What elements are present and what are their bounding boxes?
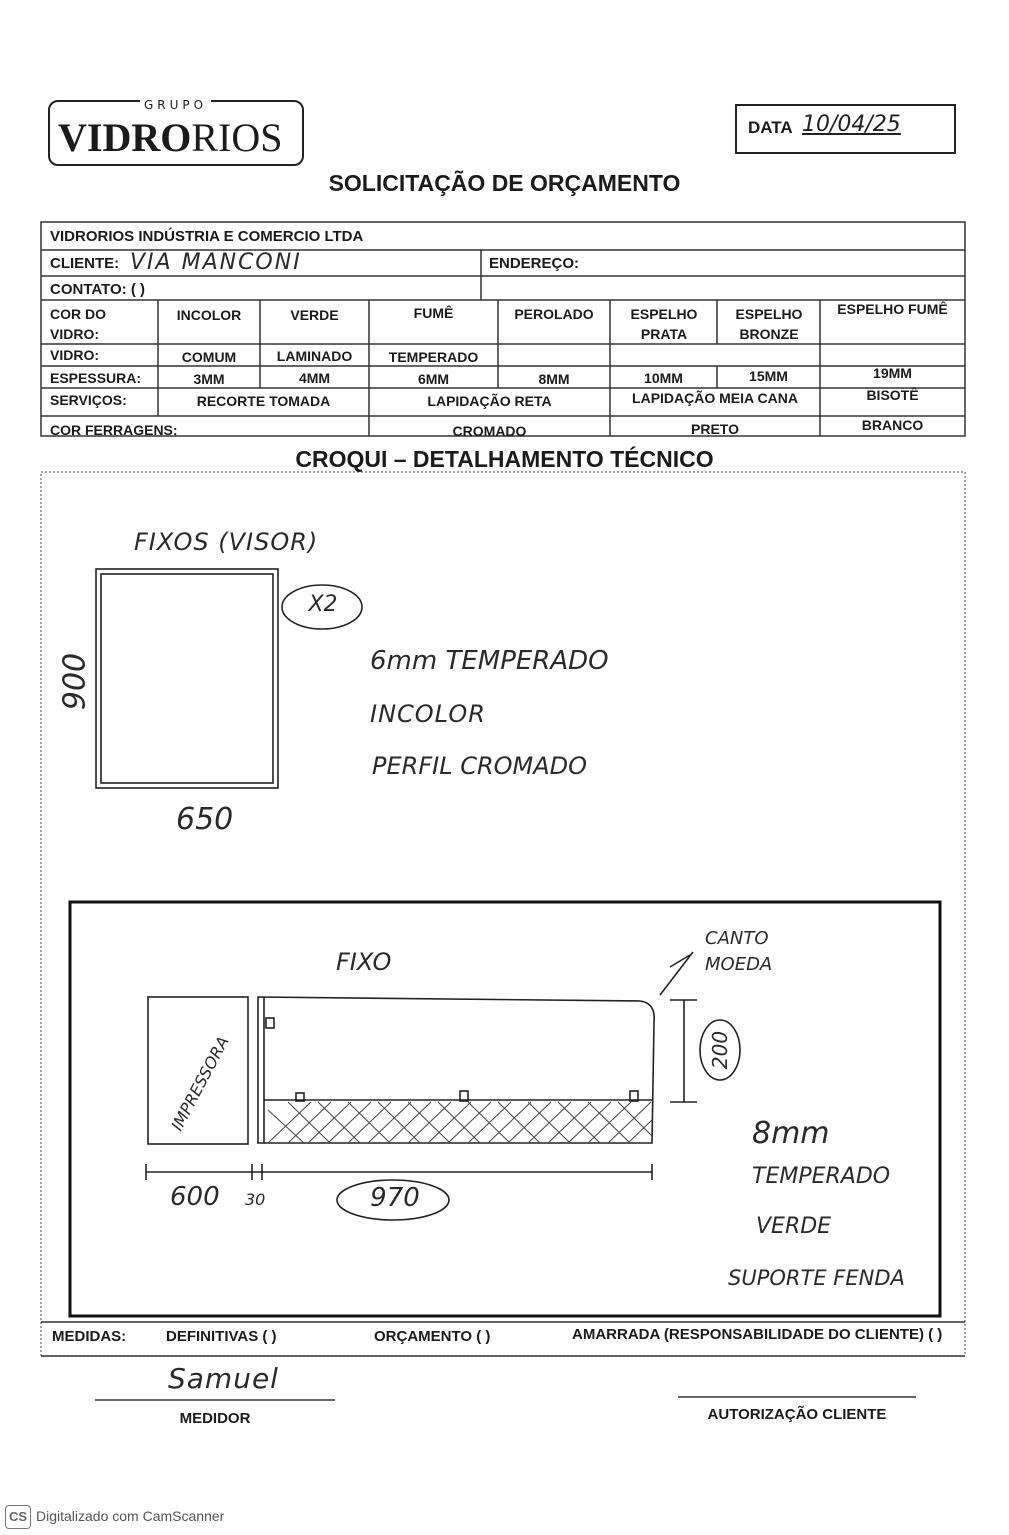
part2-note-4: SUPORTE FENDA bbox=[728, 1266, 905, 1290]
part2-note-3: VERDE bbox=[756, 1214, 832, 1239]
part1-height: 900 bbox=[57, 652, 93, 711]
services-label: SERVIÇOS: bbox=[50, 392, 127, 408]
glass-color-label: COR DO VIDRO: bbox=[50, 306, 106, 342]
part2-note-2: TEMPERADO bbox=[752, 1164, 891, 1189]
color-espelho-bronze: ESPELHO BRONZE bbox=[735, 306, 803, 342]
thickness-19mm: 19MM bbox=[873, 365, 912, 381]
part2-corner-note: CANTO MOEDA bbox=[705, 928, 773, 975]
thickness-4mm: 4MM bbox=[298, 370, 331, 386]
measures-definitive: DEFINITIVAS ( ) bbox=[166, 1328, 277, 1345]
camscanner-badge-icon: CS bbox=[5, 1505, 31, 1529]
company-name: VIDRORIOS INDÚSTRIA E COMERCIO LTDA bbox=[50, 228, 364, 245]
date-value: 10/04/25 bbox=[802, 112, 901, 137]
color-verde: VERDE bbox=[290, 307, 339, 323]
part2-dim-970: 970 bbox=[370, 1183, 420, 1213]
color-fume: FUMÊ bbox=[413, 305, 454, 321]
sketch-title: CROQUI – DETALHAMENTO TÉCNICO bbox=[295, 446, 714, 472]
hardware-branco: BRANCO bbox=[861, 417, 924, 433]
client-value: VIA MANCONI bbox=[130, 250, 302, 275]
logo: VIDRORIOS bbox=[58, 114, 282, 161]
date-label: DATA bbox=[748, 118, 793, 137]
client-auth-label: AUTORIZAÇÃO CLIENTE bbox=[707, 1406, 887, 1423]
thickness-6mm: 6MM bbox=[417, 371, 450, 387]
part1-label: FIXOS (VISOR) bbox=[134, 528, 319, 556]
contact-label: CONTATO: ( ) bbox=[50, 281, 145, 298]
thickness-3mm: 3MM bbox=[193, 371, 225, 387]
service-recorte-tomada: RECORTE TOMADA bbox=[196, 393, 331, 409]
part1-note-1: 6mm TEMPERADO bbox=[370, 646, 609, 676]
logo-brand-bold: VIDRO bbox=[58, 115, 192, 160]
hardware-preto: PRETO bbox=[691, 421, 739, 437]
measures-label: MEDIDAS: bbox=[52, 1328, 127, 1345]
color-perolado: PEROLADO bbox=[514, 306, 594, 322]
hardware-cromado: CROMADO bbox=[452, 423, 527, 439]
thickness-15mm: 15MM bbox=[749, 368, 788, 384]
part2-height: 200 bbox=[708, 1030, 732, 1070]
glass-laminado: LAMINADO bbox=[276, 348, 353, 364]
thickness-8mm: 8MM bbox=[538, 371, 570, 387]
measurer-signature: Samuel bbox=[168, 1362, 279, 1395]
part2-note-1: 8mm bbox=[752, 1116, 830, 1151]
part1-qty: X2 bbox=[308, 592, 338, 617]
measurer-label: MEDIDOR bbox=[179, 1410, 251, 1427]
part1-note-2: INCOLOR bbox=[370, 700, 486, 728]
glass-comum: COMUM bbox=[181, 349, 237, 365]
page-title: SOLICITAÇÃO DE ORÇAMENTO bbox=[328, 170, 681, 196]
part1-width: 650 bbox=[176, 802, 234, 837]
logo-grupo: GRUPO bbox=[140, 98, 212, 112]
logo-brand-light: RIOS bbox=[191, 115, 283, 160]
color-espelho-fume: ESPELHO FUMÊ bbox=[837, 301, 948, 317]
service-lapidacao-reta: LAPIDAÇÃO RETA bbox=[427, 393, 552, 409]
scanner-watermark: Digitalizado com CamScanner bbox=[36, 1508, 225, 1524]
date-box bbox=[735, 104, 956, 154]
part1-note-3: PERFIL CROMADO bbox=[372, 752, 588, 780]
service-bisote: BISOTÊ bbox=[866, 387, 919, 403]
measures-tied: AMARRADA (RESPONSABILIDADE DO CLIENTE) (… bbox=[572, 1326, 943, 1343]
part2-dim-600: 600 bbox=[170, 1182, 220, 1212]
address-label: ENDEREÇO: bbox=[489, 255, 580, 272]
measures-budget: ORÇAMENTO ( ) bbox=[374, 1328, 491, 1345]
hardware-label: COR FERRAGENS: bbox=[50, 422, 178, 438]
service-lapidacao-meia-cana: LAPIDAÇÃO MEIA CANA bbox=[632, 390, 798, 406]
hatching bbox=[267, 1101, 653, 1144]
glass-label: VIDRO: bbox=[50, 347, 99, 363]
thickness-label: ESPESSURA: bbox=[50, 370, 142, 386]
part2-dim-30: 30 bbox=[245, 1190, 266, 1209]
client-label: CLIENTE: bbox=[50, 255, 120, 272]
glass-temperado: TEMPERADO bbox=[388, 349, 479, 365]
thickness-10mm: 10MM bbox=[644, 370, 683, 386]
color-espelho-prata: ESPELHO PRATA bbox=[630, 306, 698, 342]
part2-label: FIXO bbox=[336, 948, 392, 976]
color-incolor: INCOLOR bbox=[176, 307, 242, 323]
